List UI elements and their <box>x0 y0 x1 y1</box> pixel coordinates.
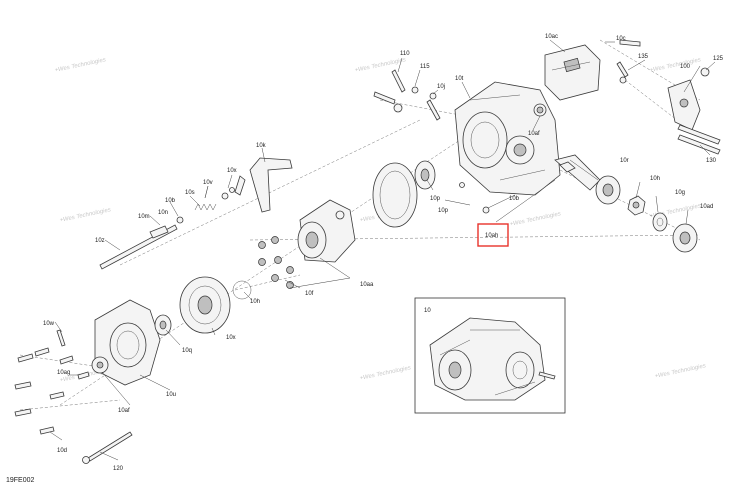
long-bolt-120 <box>82 431 133 464</box>
assembled-rear-hub <box>512 360 528 380</box>
ring-gear <box>372 160 436 228</box>
label-10s: 10s <box>185 190 195 196</box>
top-fasteners <box>373 39 710 121</box>
nut-10h <box>627 195 646 216</box>
bearing-10r <box>595 175 621 205</box>
cover-plate <box>179 276 252 334</box>
label-10v: 10v <box>203 180 213 186</box>
label-10ah: 10ah <box>485 233 498 239</box>
label-10x-low: 10x <box>226 335 236 341</box>
label-10ad: 10ad <box>700 204 713 210</box>
label-10t: 10t <box>455 76 464 82</box>
highlight-callout: 10ah <box>477 223 509 247</box>
label-10r: 10r <box>620 158 629 164</box>
assembled-detail-lines <box>439 329 536 396</box>
diagram-code: 19FE002 <box>6 477 35 484</box>
pinion-shaft <box>554 154 601 191</box>
shift-fork <box>234 157 293 213</box>
label-10p-top: 10p <box>430 196 441 202</box>
label-120: 120 <box>113 466 124 472</box>
label-10h: 10h <box>650 176 660 182</box>
differential-nuts <box>258 236 294 289</box>
label-10b-right: 10b <box>509 196 520 202</box>
watermark: +Wes Technologies <box>359 365 411 382</box>
seal-10q <box>154 314 172 336</box>
label-10af-top: 10af <box>528 131 540 137</box>
watermark: +Wes Technologies <box>509 211 561 228</box>
watermark: +Wes Technologies <box>654 363 706 380</box>
watermark: +Wes Technologies <box>59 207 111 224</box>
label-100: 100 <box>680 64 691 70</box>
rear-housing <box>454 81 561 196</box>
leader-lines <box>49 39 716 461</box>
actuator-motor <box>544 44 601 101</box>
assembled-rear-bore <box>505 351 535 389</box>
watermark: +Wes Technologies <box>649 57 701 74</box>
label-10aa: 10aa <box>360 282 374 288</box>
label-10h-mid: 10h <box>250 299 260 305</box>
inset-label: 10 <box>424 308 431 314</box>
label-110: 110 <box>400 51 410 57</box>
label-10k: 10k <box>256 143 267 149</box>
label-10q: 10q <box>182 348 192 354</box>
shift-rod <box>99 224 178 270</box>
label-10af-low: 10af <box>118 408 130 414</box>
assembled-output-shaft <box>538 371 556 380</box>
differential <box>297 199 356 263</box>
label-10g: 10g <box>675 190 685 196</box>
washer-10g <box>652 212 668 232</box>
seal-10ad <box>672 223 698 253</box>
label-135: 135 <box>638 54 649 60</box>
label-10ag: 10ag <box>57 370 70 376</box>
plug-10b <box>459 182 490 214</box>
label-10w: 10w <box>43 321 55 327</box>
front-fasteners <box>14 329 90 435</box>
label-130: 130 <box>706 158 717 164</box>
watermark: +Wes Technologies <box>354 57 406 74</box>
assembled-front-hub <box>448 361 462 379</box>
label-10j: 10j <box>437 84 445 90</box>
label-10p-mid: 10p <box>438 208 449 214</box>
label-125: 125 <box>713 56 724 62</box>
label-10b: 10b <box>165 198 176 204</box>
shift-spring <box>176 187 235 224</box>
watermark: +Wes Technologies <box>54 57 106 74</box>
label-10z: 10z <box>95 238 105 244</box>
label-10m: 10m <box>138 214 150 220</box>
highlight-box <box>477 223 509 247</box>
label-10ac: 10ac <box>545 34 558 40</box>
label-10f: 10f <box>305 291 314 297</box>
mounting-bracket <box>667 79 701 131</box>
label-10d: 10d <box>57 448 67 454</box>
label-10n: 10n <box>158 210 168 216</box>
label-10x: 10x <box>227 168 237 174</box>
label-10c: 10c <box>616 36 626 42</box>
part-labels: 110 115 10t 10j 10ac 10c 135 100 125 130… <box>43 34 724 472</box>
long-bolts <box>677 124 721 155</box>
label-115: 115 <box>420 64 430 70</box>
inset-assembled-view: 10 <box>414 297 566 414</box>
label-10u: 10u <box>166 392 176 398</box>
front-housing <box>91 299 161 386</box>
